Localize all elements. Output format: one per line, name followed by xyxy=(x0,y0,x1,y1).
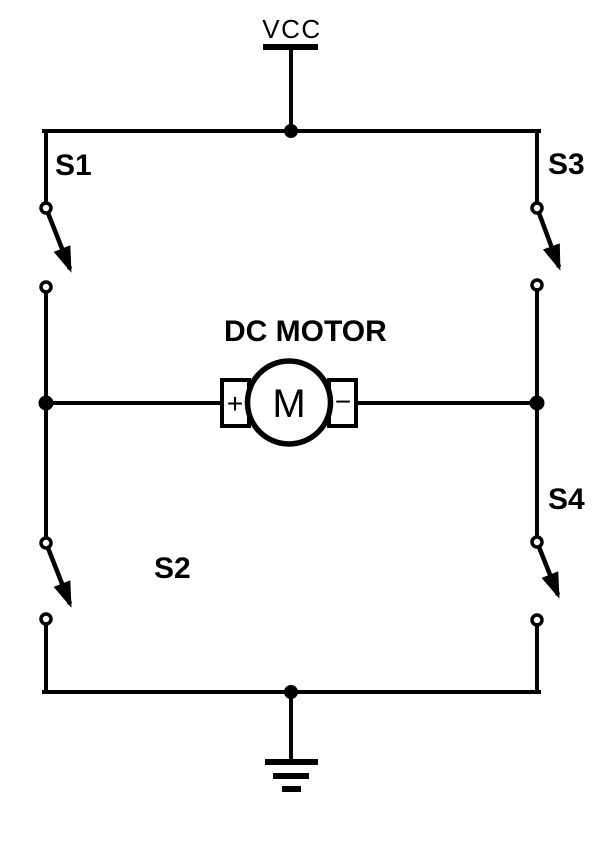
junction-dot-right xyxy=(529,395,545,411)
switch-s1-terminal-top xyxy=(39,201,53,215)
ground-symbol-icon xyxy=(265,690,318,792)
switch-s3-blade-arrow-icon xyxy=(536,212,562,271)
motor-brush-positive xyxy=(220,378,251,428)
switch-s2-label: S2 xyxy=(154,552,191,585)
switch-s3-terminal-top xyxy=(530,201,544,215)
vcc-terminal: VCC xyxy=(262,14,321,133)
motor-symbol: M xyxy=(272,382,305,426)
motor-negative-label: − xyxy=(335,386,351,417)
switch-s1: S1 xyxy=(39,149,92,294)
switch-s1-label: S1 xyxy=(55,149,92,182)
switch-s2-blade-arrow-icon xyxy=(45,547,73,608)
vcc-label: VCC xyxy=(262,14,321,44)
junction-dot-left xyxy=(38,395,54,411)
switch-s2: S2 xyxy=(39,536,191,626)
motor-title-label: DC MOTOR xyxy=(224,315,387,348)
switch-s3: S3 xyxy=(530,148,585,292)
switch-s1-blade-arrow-icon xyxy=(45,212,73,273)
switch-s4: S4 xyxy=(530,483,585,627)
switch-s3-label: S3 xyxy=(548,148,585,181)
switch-s2-terminal-top xyxy=(39,536,53,550)
junction-dot-top xyxy=(284,124,298,138)
switch-s4-label: S4 xyxy=(548,483,585,516)
motor-brush-negative xyxy=(327,378,358,428)
motor-body-circle xyxy=(244,358,334,447)
switch-s4-terminal-top xyxy=(530,535,544,549)
dc-motor: DC MOTOR + − M xyxy=(220,315,387,447)
switch-s4-blade-arrow-icon xyxy=(536,546,561,599)
motor-positive-label: + xyxy=(227,388,243,419)
